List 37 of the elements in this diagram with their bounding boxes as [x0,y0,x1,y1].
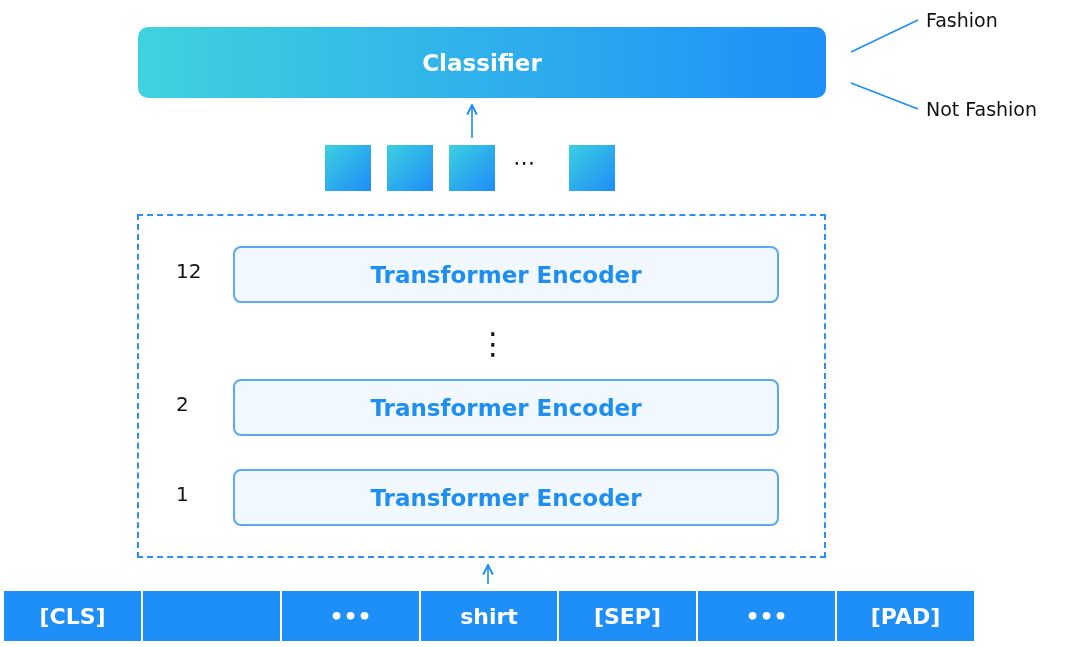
connector-line [850,19,919,53]
embedding-square [387,145,433,191]
token-cell [557,591,696,641]
vertical-ellipsis: ⋮ [478,326,508,361]
connector-line [850,82,919,110]
arrow [482,564,494,585]
token-cell [835,591,974,641]
encoder-box [233,246,779,303]
encoder-label: Transformer Encoder [370,261,642,288]
token-text: ••• [745,603,788,629]
encoder-label: Transformer Encoder [370,394,642,421]
encoder-box [233,469,779,526]
ellipsis: ⋯ [513,150,535,175]
token-cell [419,591,557,641]
encoder-stack-frame [137,214,826,558]
embedding-square [569,145,615,191]
classifier-box [138,27,826,98]
arrow [466,104,478,139]
token-text: shirt [460,603,518,629]
embedding-square [449,145,495,191]
token-text: [CLS] [39,603,106,629]
token-cell [2,591,141,641]
token-text: [PAD] [870,603,941,629]
class-label: Not Fashion [926,98,1038,120]
classifier-label: Classifier [422,49,542,76]
token-cell [280,591,419,641]
layer-number: 2 [176,392,189,416]
token-text: [SEP] [593,603,662,629]
layer-number: 12 [176,259,202,283]
layer-number: 1 [176,482,189,506]
class-label: Fashion [926,9,998,31]
embedding-square [325,145,371,191]
token-cell [141,591,280,641]
token-text: ••• [329,603,372,629]
token-cell [696,591,835,641]
encoder-box [233,379,779,436]
encoder-label: Transformer Encoder [370,484,642,511]
